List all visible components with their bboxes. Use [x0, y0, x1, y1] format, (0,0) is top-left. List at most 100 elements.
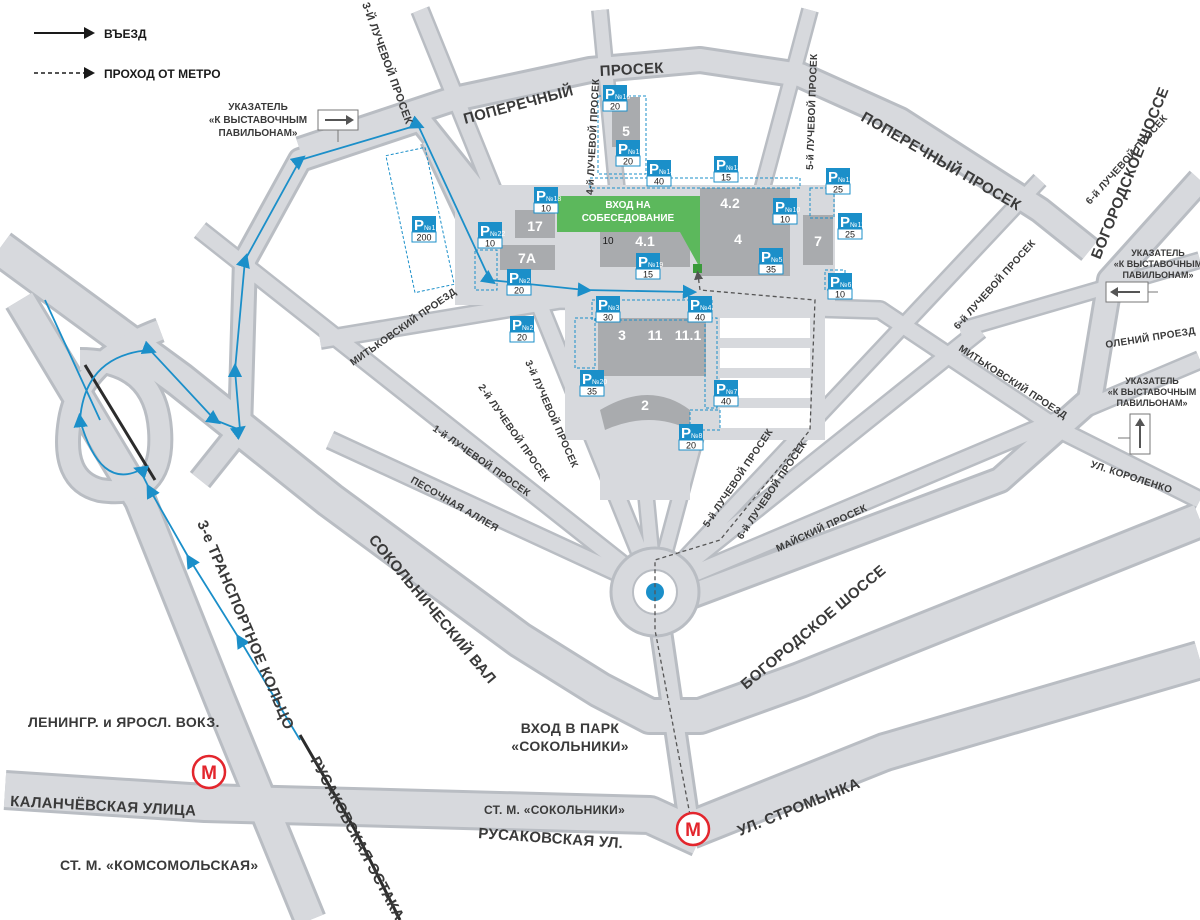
street-luch4: 4-й ЛУЧЕВОЙ ПРОСЕК: [583, 78, 602, 195]
metro-komsomolskaya: М: [191, 754, 227, 790]
parking-capacity: 20: [623, 157, 633, 167]
parking-letter: P: [638, 254, 648, 271]
interview-label-2: СОБЕСЕДОВАНИЕ: [582, 213, 675, 224]
legend: ВЪЕЗД ПРОХОД ОТ МЕТРО: [34, 27, 221, 81]
parking-capacity: 20: [610, 102, 620, 112]
parking-number: №8: [691, 433, 703, 440]
metro-sokolniki: М: [675, 811, 711, 847]
parking-capacity: 35: [587, 387, 597, 397]
parking-capacity: 40: [695, 313, 705, 323]
building-3-label: 3: [618, 327, 626, 343]
parking-capacity: 10: [485, 239, 495, 249]
parking-letter: P: [830, 274, 840, 291]
building-10-label: 10: [602, 236, 614, 247]
parking-number: №19: [648, 262, 663, 269]
parking-letter: P: [605, 86, 615, 103]
parking-number: №18: [546, 196, 561, 203]
label-komsomolskaya: СТ. М. «КОМСОМОЛЬСКАЯ»: [60, 857, 258, 873]
parking-icon: [580, 370, 604, 386]
parking-number: №22: [490, 231, 505, 238]
parking-capacity: 10: [780, 215, 790, 225]
parking-number: №4: [700, 305, 712, 312]
label-leningr: ЛЕНИНГР. и ЯРОСЛ. ВОКЗ.: [28, 714, 220, 730]
parking-number: №12: [838, 177, 853, 184]
parking-letter: P: [716, 381, 726, 398]
parking-capacity: 40: [721, 397, 731, 407]
parking-capacity: 20: [517, 333, 527, 343]
parking-letter: P: [840, 214, 850, 231]
parking-number: №13: [726, 165, 741, 172]
parking-capacity: 10: [835, 290, 845, 300]
parking-icon: [507, 269, 531, 285]
arrow-right-icon: [346, 115, 354, 125]
parking-number: №2: [519, 278, 531, 285]
label-st-sokolniki: СТ. М. «СОКОЛЬНИКИ»: [484, 803, 625, 817]
parking-icon: [647, 160, 671, 176]
parking-icon: [596, 296, 620, 312]
sign-right2-line1: УКАЗАТЕЛЬ: [1125, 376, 1179, 386]
building-4-label: 4: [734, 231, 742, 247]
parking-icon: [759, 248, 783, 264]
routes: [44, 95, 846, 816]
sign-right-1: УКАЗАТЕЛЬ «К ВЫСТАВОЧНЫМ ПАВИЛЬОНАМ»: [1105, 248, 1200, 303]
legend-walk-label: ПРОХОД ОТ МЕТРО: [104, 67, 221, 81]
parking-number: №6: [840, 282, 852, 289]
street-poperechny-right: ПОПЕРЕЧНЫЙ ПРОСЕК: [858, 108, 1025, 215]
street-rusakovskaya-estakada: РУСАКОВСКАЯ ЭСТАКАДА: [306, 754, 418, 920]
parking-icon: [826, 168, 850, 184]
parking-icon: [534, 187, 558, 203]
parking-icon: [510, 316, 534, 332]
parking-letter: P: [716, 157, 726, 174]
parking-capacity: 10: [541, 204, 551, 214]
street-poperechny-top: ПРОСЕК: [599, 60, 664, 80]
parking-letter: P: [828, 169, 838, 186]
arrow-left-icon: [1110, 287, 1118, 297]
parking-number: №3: [608, 305, 620, 312]
parking-number: №7: [726, 389, 738, 396]
building-2-label: 2: [641, 397, 649, 413]
arrow-up-icon: [1135, 418, 1145, 426]
parking-icon: [616, 140, 640, 156]
building-17-label: 17: [527, 218, 543, 234]
parking-icon: [714, 156, 738, 172]
building-5-label: 5: [622, 123, 630, 139]
place-labels: ЛЕНИНГР. и ЯРОСЛ. ВОКЗ. СТ. М. «КОМСОМОЛ…: [28, 714, 628, 873]
building-7-label: 7: [814, 233, 822, 249]
parking-letter: P: [509, 270, 519, 287]
roads: [0, 6, 1200, 920]
metro-icon: М: [201, 763, 217, 784]
parking-letter: P: [414, 217, 424, 234]
sign-right2-line2: «К ВЫСТАВОЧНЫМ: [1108, 387, 1196, 397]
parking-letter: P: [649, 161, 659, 178]
parking-capacity: 40: [654, 177, 664, 187]
building-4-2-label: 4.2: [720, 195, 740, 211]
sign-right-2: УКАЗАТЕЛЬ «К ВЫСТАВОЧНЫМ ПАВИЛЬОНАМ»: [1108, 376, 1196, 455]
legend-entry-label: ВЪЕЗД: [104, 27, 147, 41]
parking-capacity: 20: [514, 286, 524, 296]
metro-icon: М: [685, 820, 701, 841]
parking-capacity: 35: [766, 265, 776, 275]
parking-icon: [679, 424, 703, 440]
